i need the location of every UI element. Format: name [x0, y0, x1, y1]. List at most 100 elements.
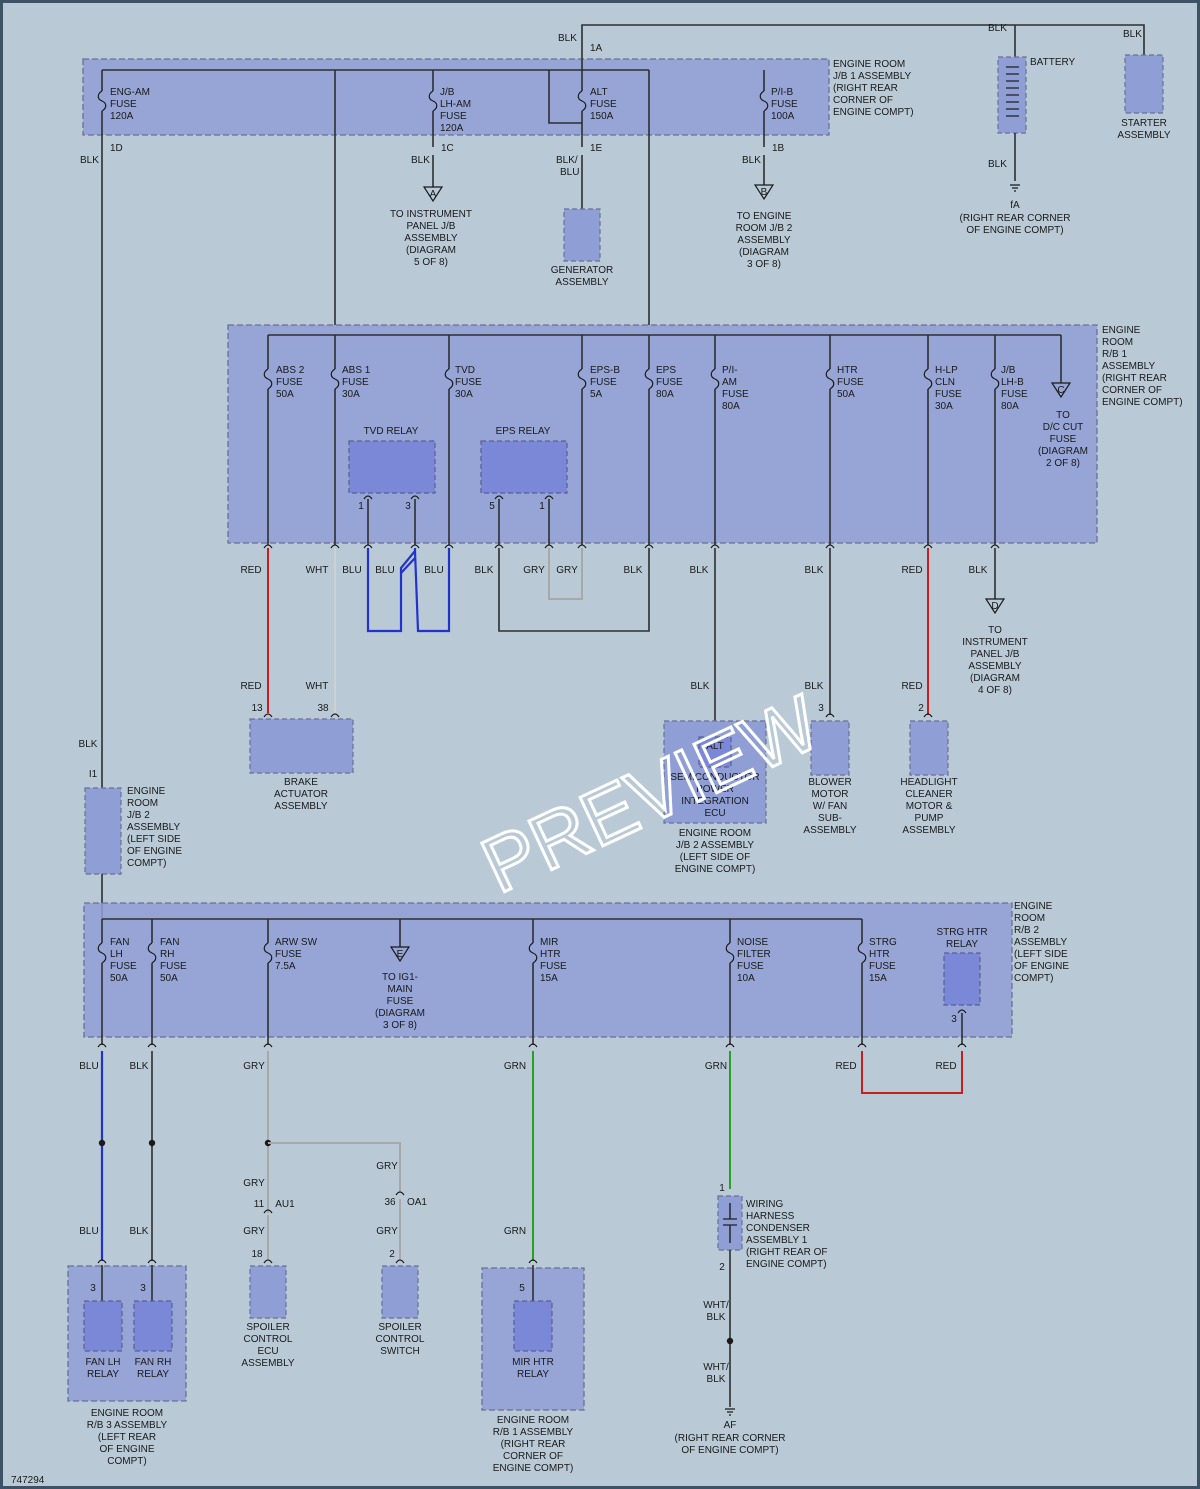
rb1-fuse-label: 50A — [837, 389, 855, 400]
rb2-fuse-label: HTR — [540, 949, 561, 960]
generator-box — [563, 208, 601, 262]
pin-number: 36 — [384, 1197, 396, 1208]
ref-d-text: TO — [988, 625, 1002, 636]
wire-color-label: BLU — [79, 1226, 98, 1237]
jb2-label: (LEFT SIDE — [127, 834, 181, 845]
jb1-input-pin: 1A — [590, 43, 603, 54]
rb1-output-pin — [825, 544, 835, 549]
starter-label: ASSEMBLY — [1117, 130, 1170, 141]
jb2-ecu-box-label: J/B 2 ASSEMBLY — [676, 840, 755, 851]
ground-desc: OF ENGINE COMPT) — [681, 1445, 778, 1456]
wire-color-label: BLK/ — [556, 155, 578, 166]
rb1-fuse-label: FUSE — [1001, 389, 1028, 400]
rb3-label: (LEFT REAR — [98, 1432, 156, 1443]
rb1-title: ROOM — [1102, 337, 1133, 348]
generator-label: GENERATOR — [551, 265, 613, 276]
battery-label: BATTERY — [1030, 57, 1076, 68]
rb1-output-pin — [923, 544, 933, 549]
fan-lh-relay-label: FAN LH — [85, 1357, 120, 1368]
rb1-fuse-label: EPS — [656, 365, 676, 376]
strg-relay-box — [943, 952, 981, 1006]
jb2-connector-box — [84, 787, 122, 875]
jb1-fuse-label: FUSE — [590, 99, 617, 110]
jb1-fuse-label: J/B — [440, 87, 455, 98]
rb1-fuse-label: 5A — [590, 389, 603, 400]
mir-relay-label: MIR HTR — [512, 1357, 554, 1368]
fan-lh-relay-label: RELAY — [87, 1369, 119, 1380]
rb2-fuse-label: FUSE — [540, 961, 567, 972]
jb1-fuse-label: 120A — [440, 123, 464, 134]
ref-a-triangle — [422, 186, 444, 203]
fan-relay-pin — [97, 1259, 107, 1264]
rb2-fuse-label: LH — [110, 949, 123, 960]
spoiler-ecu-label: CONTROL — [244, 1334, 293, 1345]
rb2-fuse-label: HTR — [869, 949, 890, 960]
jb2-label: ROOM — [127, 798, 158, 809]
rb2-fuse-label: MIR — [540, 937, 558, 948]
ref-c-text: D/C CUT — [1043, 422, 1084, 433]
wire-color-label: RED — [935, 1061, 956, 1072]
rb2-fuse-label: 10A — [737, 973, 755, 984]
ref-b-text: 3 OF 8) — [747, 259, 781, 270]
relay-pin-number: 5 — [489, 501, 495, 512]
ecu-pin — [263, 1259, 273, 1264]
rb1-fuse-label: FUSE — [722, 389, 749, 400]
wire-color-label: BLU — [560, 167, 579, 178]
wire-color-label: RED — [240, 565, 261, 576]
fan-rh-relay-label: RELAY — [137, 1369, 169, 1380]
rb1-fuse-label: FUSE — [656, 377, 683, 388]
wire-color-label: BLK — [690, 565, 709, 576]
rb1-fuse-label: 80A — [656, 389, 674, 400]
rb2-title: ASSEMBLY — [1014, 937, 1067, 948]
pin-number: 13 — [251, 703, 263, 714]
spoiler-ecu-label: ASSEMBLY — [241, 1358, 294, 1369]
wire-color-label: GRY — [243, 1226, 265, 1237]
headlight-pin — [923, 713, 933, 718]
eps-relay-box — [480, 440, 568, 494]
wire-color-label: RED — [901, 681, 922, 692]
ref-d-triangle-letter: D — [991, 601, 998, 612]
rb2-fuse-label: FUSE — [737, 961, 764, 972]
ref-c-triangle — [1050, 382, 1072, 399]
rb1-fuse-label: FUSE — [276, 377, 303, 388]
ecu-label: INTEGRATION — [681, 796, 749, 807]
ref-e-text: MAIN — [388, 984, 413, 995]
rb1-fuse-icon — [923, 368, 933, 390]
ground-desc: (RIGHT REAR CORNER — [675, 1433, 786, 1444]
relay-output-pin — [494, 544, 504, 549]
brake-label: ASSEMBLY — [274, 801, 327, 812]
wire-color-label: BLU — [424, 565, 443, 576]
wire-color-label: BLK — [969, 565, 988, 576]
connector-pin — [395, 1191, 405, 1196]
preview-watermark: PREVIEW — [469, 678, 833, 910]
wire-color-label: RED — [835, 1061, 856, 1072]
starter-box — [1124, 54, 1164, 114]
jb1-fuse-label: FUSE — [440, 111, 467, 122]
rb1-fuse-label: P/I- — [722, 365, 738, 376]
ref-c-text: FUSE — [1050, 434, 1077, 445]
jb2-label: OF ENGINE — [127, 846, 182, 857]
jb1-fuse-label: LH-AM — [440, 99, 471, 110]
brake-pin — [330, 713, 340, 718]
starter-label: STARTER — [1121, 118, 1167, 129]
ref-e-text: (DIAGRAM — [375, 1008, 425, 1019]
tvd-relay-box — [348, 440, 436, 494]
rb2-fuse-label: FAN — [110, 937, 129, 948]
fan-lh-relay-box — [83, 1300, 123, 1352]
jb1-fuse-label: ENG-AM — [110, 87, 150, 98]
jb2-label: ENGINE — [127, 786, 166, 797]
jb1-title: ENGINE ROOM — [833, 59, 905, 70]
ref-d-text: 4 OF 8) — [978, 685, 1012, 696]
jb1-pin-label: 1C — [441, 143, 454, 154]
wire-color-label: GRY — [376, 1226, 398, 1237]
jb1-fuse-label: ALT — [590, 87, 608, 98]
jb1-title: CORNER OF — [833, 95, 893, 106]
wire-color-label: GRY — [523, 565, 545, 576]
blower-label: MOTOR — [811, 789, 848, 800]
junction-dot — [148, 1139, 156, 1147]
rb1-fuse-label: LH-B — [1001, 377, 1024, 388]
mir-rb1-label: ENGINE COMPT) — [493, 1463, 574, 1474]
ref-b-text: TO ENGINE — [737, 211, 792, 222]
